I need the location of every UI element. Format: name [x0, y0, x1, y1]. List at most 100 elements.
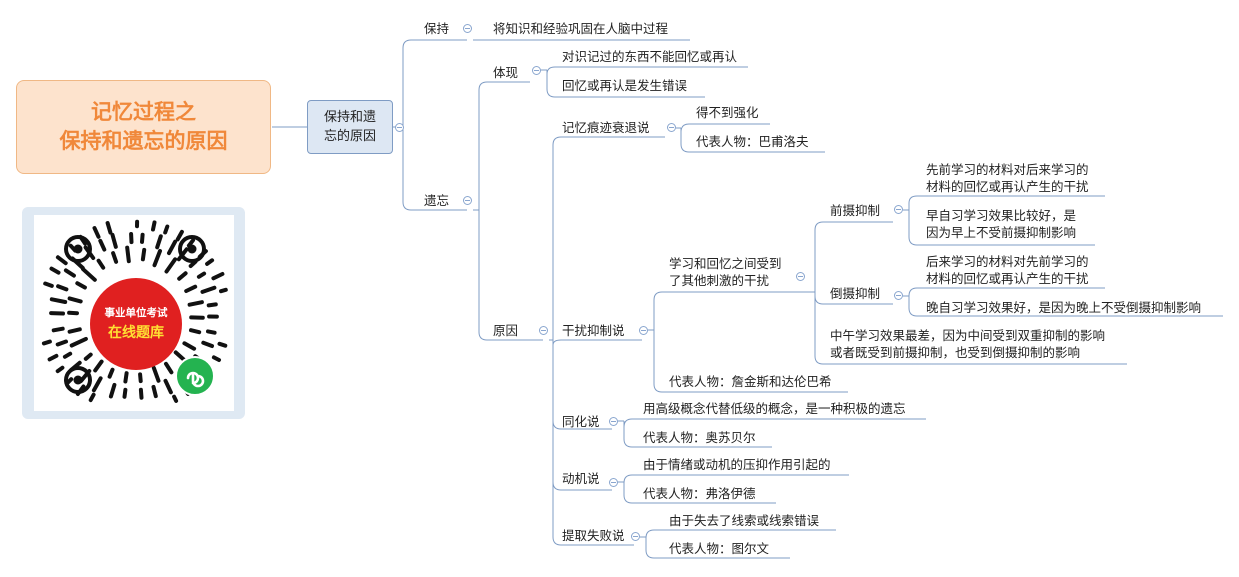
main-topic-line1: 保持和遗 — [323, 110, 376, 125]
qr-dash — [206, 302, 218, 308]
qr-dash — [138, 387, 144, 400]
qr-dash — [92, 226, 101, 239]
topic-tonghua-item-1[interactable]: 用高级概念代替低级的概念，是一种积极的遗忘 — [643, 401, 906, 416]
topic-daoshe-example[interactable]: 晚自习学习效果好，是因为晚上不受倒摄抑制影响 — [926, 300, 1202, 315]
collapse-toggle-tiqu[interactable] — [631, 532, 640, 541]
topic-tiqu-item-1[interactable]: 由于失去了线索或线索错误 — [669, 513, 820, 528]
qr-dash — [167, 239, 178, 256]
topic-ganrao-person[interactable]: 代表人物：詹金斯和达伦巴希 — [669, 374, 832, 389]
main-topic[interactable]: 保持和遗 忘的原因 — [307, 100, 393, 154]
qr-dash — [88, 392, 96, 403]
ganrao-cause-line1: 学习和回忆之间受到 — [669, 256, 782, 271]
qr-dash — [175, 229, 184, 242]
topic-noon-effect[interactable]: 中午学习效果最差，因为中间受到双重抑制的影响 或者既受到前摄抑制，也受到倒摄抑制… — [830, 327, 1105, 361]
collapse-toggle-baochi[interactable] — [463, 24, 472, 33]
qr-dash — [75, 281, 87, 290]
root-topic[interactable]: 记忆过程之 保持和遗忘的原因 — [16, 80, 271, 174]
qianshe-def-line2: 材料的回忆或再认产生的干扰 — [926, 179, 1089, 194]
qr-dash — [211, 355, 221, 362]
qr-badge-line2: 在线题库 — [108, 324, 164, 341]
topic-tixian[interactable]: 体现 — [493, 65, 519, 80]
qr-dash — [69, 336, 88, 348]
qr-dash — [125, 245, 131, 264]
topic-daoshe-def[interactable]: 后来学习的材料对先前学习的 材料的回忆或再认产生的干扰 — [926, 253, 1089, 287]
qr-dash — [163, 378, 173, 395]
noon-effect-line2: 或者既受到前摄抑制，也受到倒摄抑制的影响 — [830, 345, 1081, 360]
topic-shuaitui-item-2[interactable]: 代表人物：巴甫洛夫 — [696, 134, 809, 149]
qr-dash — [211, 272, 225, 281]
root-title-line2: 保持和遗忘的原因 — [59, 129, 228, 153]
wechat-miniprogram-icon — [175, 356, 215, 396]
qr-dash — [49, 297, 68, 304]
topic-tiqu-item-2[interactable]: 代表人物：图尔文 — [669, 541, 770, 556]
qr-dash — [151, 384, 158, 399]
qr-dash — [83, 352, 93, 361]
topic-baochi-desc[interactable]: 将知识和经验巩固在人脑中过程 — [493, 21, 669, 36]
qr-badge-line1: 事业单位考试 — [104, 306, 168, 319]
collapse-toggle-tonghua[interactable] — [609, 417, 618, 426]
qr-dash — [172, 394, 179, 403]
qr-dash — [200, 285, 217, 294]
topic-tixian-item-2[interactable]: 回忆或再认是发生错误 — [562, 78, 688, 93]
topic-dongji-item-1[interactable]: 由于情绪或动机的压抑作用引起的 — [643, 457, 831, 472]
qr-dash — [189, 328, 202, 335]
qr-dash — [47, 353, 59, 362]
qianshe-example-line2: 因为早上不受前摄抑制影响 — [926, 225, 1077, 240]
qr-dash — [151, 220, 157, 232]
qr-dash — [123, 371, 129, 384]
qr-dash — [184, 284, 198, 293]
topic-tonghua-item-2[interactable]: 代表人物：奥苏贝尔 — [643, 430, 756, 445]
qr-dash — [98, 238, 107, 252]
root-title-line1: 记忆过程之 — [91, 100, 196, 124]
qr-finder-ring — [64, 235, 92, 263]
qr-dash — [151, 365, 161, 383]
qr-dash — [55, 255, 68, 266]
topic-dongji[interactable]: 动机说 — [562, 471, 600, 486]
collapse-toggle-cause[interactable] — [796, 272, 805, 281]
qr-finder-ring — [178, 235, 206, 263]
qr-dash — [66, 377, 74, 385]
qr-dash — [43, 281, 54, 288]
qr-dash — [205, 258, 215, 266]
topic-ganrao-cause[interactable]: 学习和回忆之间受到 了其他刺激的干扰 — [669, 255, 782, 289]
topic-yiwang[interactable]: 遗忘 — [424, 193, 450, 208]
topic-baochi[interactable]: 保持 — [424, 21, 450, 36]
collapse-toggle-daoshe[interactable] — [894, 291, 903, 300]
topic-daoshe[interactable]: 倒摄抑制 — [830, 286, 881, 301]
collapse-toggle-shuaitui[interactable] — [667, 123, 676, 132]
collapse-toggle-yuanyin[interactable] — [539, 326, 548, 335]
qr-dash — [108, 382, 117, 399]
topic-dongji-item-2[interactable]: 代表人物：弗洛伊德 — [643, 486, 756, 501]
collapse-toggle-yiwang[interactable] — [463, 196, 472, 205]
qr-dash — [187, 300, 204, 307]
collapse-toggle-dongji[interactable] — [609, 478, 618, 487]
topic-shuaitui[interactable]: 记忆痕迹衰退说 — [562, 120, 650, 135]
collapse-toggle-tixian[interactable] — [532, 66, 541, 75]
topic-tonghua[interactable]: 同化说 — [562, 414, 600, 429]
topic-qianshe[interactable]: 前摄抑制 — [830, 203, 881, 218]
collapse-toggle-main[interactable] — [395, 123, 404, 132]
qr-dash — [91, 376, 103, 393]
topic-qianshe-example[interactable]: 早自习学习效果比较好，是 因为早上不受前摄抑制影响 — [926, 207, 1076, 241]
collapse-toggle-ganrao[interactable] — [639, 326, 648, 335]
qr-dash — [110, 232, 118, 249]
qr-dash — [140, 247, 147, 262]
qr-dash — [55, 339, 68, 347]
qianshe-example-line1: 早自习学习效果比较好，是 — [926, 208, 1077, 223]
topic-qianshe-def[interactable]: 先前学习的材料对后来学习的 材料的回忆或再认产生的干扰 — [926, 161, 1089, 195]
topic-yuanyin[interactable]: 原因 — [493, 323, 519, 338]
topic-ganrao[interactable]: 干扰抑制说 — [562, 323, 625, 338]
qr-dash — [217, 341, 228, 348]
topic-shuaitui-item-1[interactable]: 得不到强化 — [696, 105, 759, 120]
qr-dash — [196, 271, 207, 279]
qr-dash — [155, 234, 163, 250]
topic-tixian-item-1[interactable]: 对识记过的东西不能回忆或再认 — [562, 49, 738, 64]
collapse-toggle-qianshe[interactable] — [894, 205, 903, 214]
qianshe-def-line1: 先前学习的材料对后来学习的 — [926, 162, 1089, 177]
topic-tiqu[interactable]: 提取失败说 — [562, 528, 625, 543]
qr-dash — [140, 232, 145, 244]
qr-dash — [206, 329, 217, 335]
daoshe-def-line1: 后来学习的材料对先前学习的 — [926, 254, 1089, 269]
